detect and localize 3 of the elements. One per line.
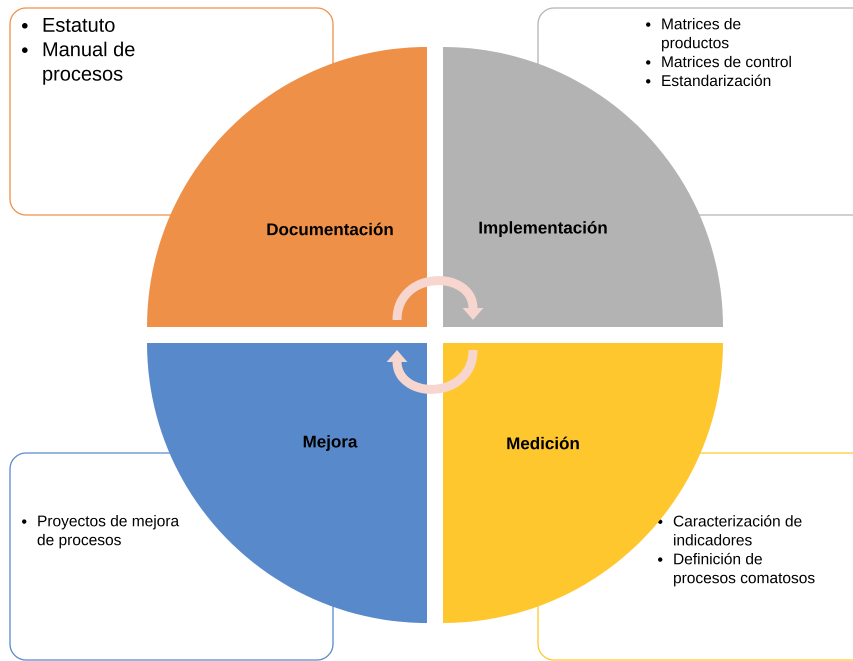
- curved-arrow: [392, 276, 484, 321]
- quadrant: Documentación: [147, 47, 427, 327]
- curved-arrow: [386, 349, 478, 394]
